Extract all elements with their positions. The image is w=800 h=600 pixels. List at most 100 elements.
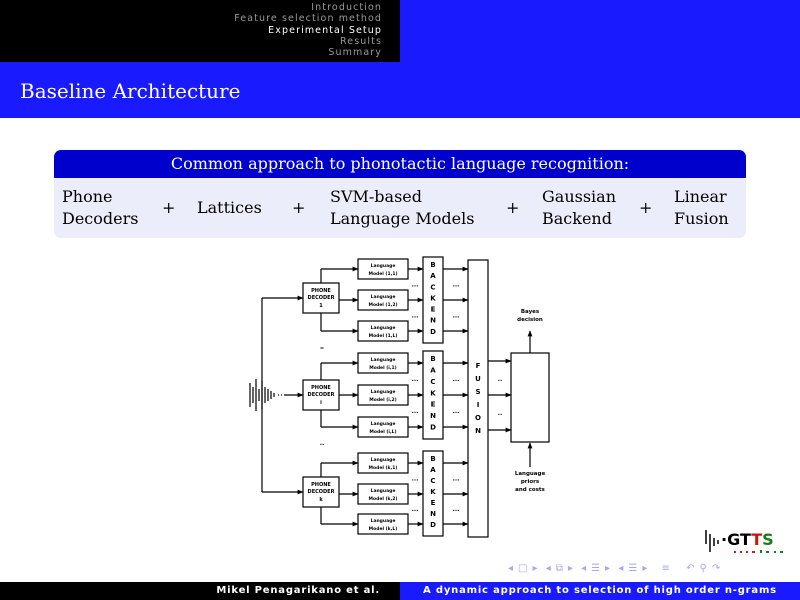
backend-letter: K <box>430 389 436 397</box>
language-model-label: Model (i,2) <box>369 397 396 403</box>
language-model-label: Model (k,L) <box>369 526 398 532</box>
language-model-label: Model (1,L) <box>369 333 398 339</box>
nav-right-arrow-icon[interactable]: ▸ <box>642 563 648 574</box>
backend-box <box>422 350 444 440</box>
back-icon[interactable]: ↶ <box>686 563 695 574</box>
phone-decoder-label: 1 <box>319 303 323 309</box>
fusion-letter: N <box>475 427 481 435</box>
nav-right-arrow-icon[interactable]: ▸ <box>532 563 538 574</box>
nav-section-feature-selection[interactable]: Feature selection method <box>234 13 382 25</box>
fusion-letter: O <box>475 414 481 422</box>
ellipsis: .. <box>320 440 325 447</box>
component-line: Lattices <box>197 198 262 217</box>
beamer-navigation-controls: ◂ □ ▸ ◂ ⧉ ▸ ◂ ☰ ▸ ◂ ☰ ▸ ≡ ↶ ⚲ ↷ <box>508 563 725 574</box>
ellipsis: ... <box>453 476 460 483</box>
language-model-label: Language <box>371 518 396 524</box>
nav-section-introduction[interactable]: Introduction <box>311 2 382 13</box>
plus-sign: + <box>639 198 653 217</box>
language-model-label: Model (1,2) <box>368 302 397 308</box>
logo-text: ·GTTS <box>721 530 774 549</box>
backend-letter: N <box>430 317 436 325</box>
section-icon[interactable]: ☰ <box>591 563 601 574</box>
plus-sign: + <box>506 198 520 217</box>
backend-letter: N <box>430 510 436 518</box>
ellipsis: – <box>320 343 324 352</box>
backend-letter: B <box>430 261 435 269</box>
language-model-label: Model (i,L) <box>369 429 396 435</box>
backend-letter: A <box>430 272 436 280</box>
ellipsis: ... <box>453 282 460 289</box>
backend-letter: K <box>430 488 436 496</box>
bayes-decision-label: Bayes <box>521 309 540 315</box>
nav-section-results[interactable]: Results <box>339 35 382 47</box>
language-model-label: Language <box>371 421 396 427</box>
ellipsis: ... <box>453 313 460 320</box>
backend-letter: C <box>430 378 435 386</box>
backend-letter: B <box>430 355 435 363</box>
language-model-label: Language <box>371 263 396 269</box>
component-line: Language Models <box>330 209 475 228</box>
footer-author: Mikel Penagarikano et al. <box>216 585 380 596</box>
backend-letter: E <box>431 499 436 507</box>
logo-letter-s: S <box>762 530 774 549</box>
backend-letter: C <box>430 477 435 485</box>
fusion-letter: S <box>475 388 480 396</box>
phone-decoder-label: k <box>319 497 323 503</box>
logo-subtitle-dots <box>734 550 783 553</box>
backend-letter: N <box>430 412 436 420</box>
forward-icon[interactable]: ↷ <box>711 563 721 574</box>
logo-letter-dot: · <box>721 530 727 549</box>
ellipsis: ... <box>453 408 460 415</box>
footer-bar: Mikel Penagarikano et al. A dynamic appr… <box>0 582 800 600</box>
ellipsis: ... <box>412 313 419 320</box>
nav-right-arrow-icon[interactable]: ▸ <box>567 563 573 574</box>
language-model-label: Language <box>371 457 396 463</box>
nav-left-arrow-icon[interactable]: ◂ <box>545 563 551 574</box>
fusion-letter: U <box>475 375 481 383</box>
section-navigation: Introduction Feature selection method Ex… <box>0 0 400 62</box>
backend-letter: D <box>430 521 436 529</box>
frame-icon[interactable]: □ <box>518 563 528 574</box>
ellipsis: ... <box>453 376 460 383</box>
backend-letter: D <box>430 328 436 336</box>
align-icon[interactable]: ≡ <box>661 563 670 574</box>
frame-title: Baseline Architecture <box>20 79 241 103</box>
logo-letter-g: G <box>727 530 740 549</box>
language-model-label: Model (i,1) <box>369 365 396 371</box>
language-model-label: Language <box>371 389 396 395</box>
block-title: Common approach to phonotactic language … <box>54 150 746 178</box>
phone-decoder-label: DECODER <box>308 489 335 495</box>
nav-section-summary[interactable]: Summary <box>328 47 382 59</box>
backend-letter: B <box>430 455 435 463</box>
nav-left-arrow-icon[interactable]: ◂ <box>618 563 624 574</box>
component-line: Backend <box>542 209 612 228</box>
phone-decoder-label: PHONE <box>311 385 331 391</box>
backend-letter: E <box>431 306 436 314</box>
subsection-icon[interactable]: ⧉ <box>555 563 563 574</box>
ellipsis: ... <box>453 506 460 513</box>
logo-letter-t: T <box>751 530 762 549</box>
component-line: Decoders <box>62 209 139 228</box>
ellipsis: .. <box>498 410 503 417</box>
phone-decoder-label: DECODER <box>308 295 335 301</box>
search-icon[interactable]: ⚲ <box>699 563 707 574</box>
decision-box <box>510 352 550 443</box>
ellipsis: ... <box>412 376 419 383</box>
nav-section-experimental-setup[interactable]: Experimental Setup <box>268 24 382 36</box>
phone-decoder-label: PHONE <box>311 288 331 294</box>
fusion-letter: I <box>477 401 480 409</box>
ellipsis: ... <box>412 408 419 415</box>
language-model-label: Language <box>371 488 396 494</box>
nav-left-arrow-icon[interactable]: ◂ <box>581 563 587 574</box>
nav-left-arrow-icon[interactable]: ◂ <box>508 563 514 574</box>
language-model-label: Language <box>371 325 396 331</box>
document-icon[interactable]: ☰ <box>628 563 638 574</box>
nav-right-arrow-icon[interactable]: ▸ <box>605 563 611 574</box>
language-model-label: Model (k,2) <box>369 496 398 502</box>
footer-title-panel: A dynamic approach to selection of high … <box>400 582 800 600</box>
phone-decoder-box <box>302 282 340 314</box>
waveform-icon <box>705 530 719 552</box>
header-bar: Introduction Feature selection method Ex… <box>0 0 800 62</box>
ellipsis: ... <box>412 476 419 483</box>
